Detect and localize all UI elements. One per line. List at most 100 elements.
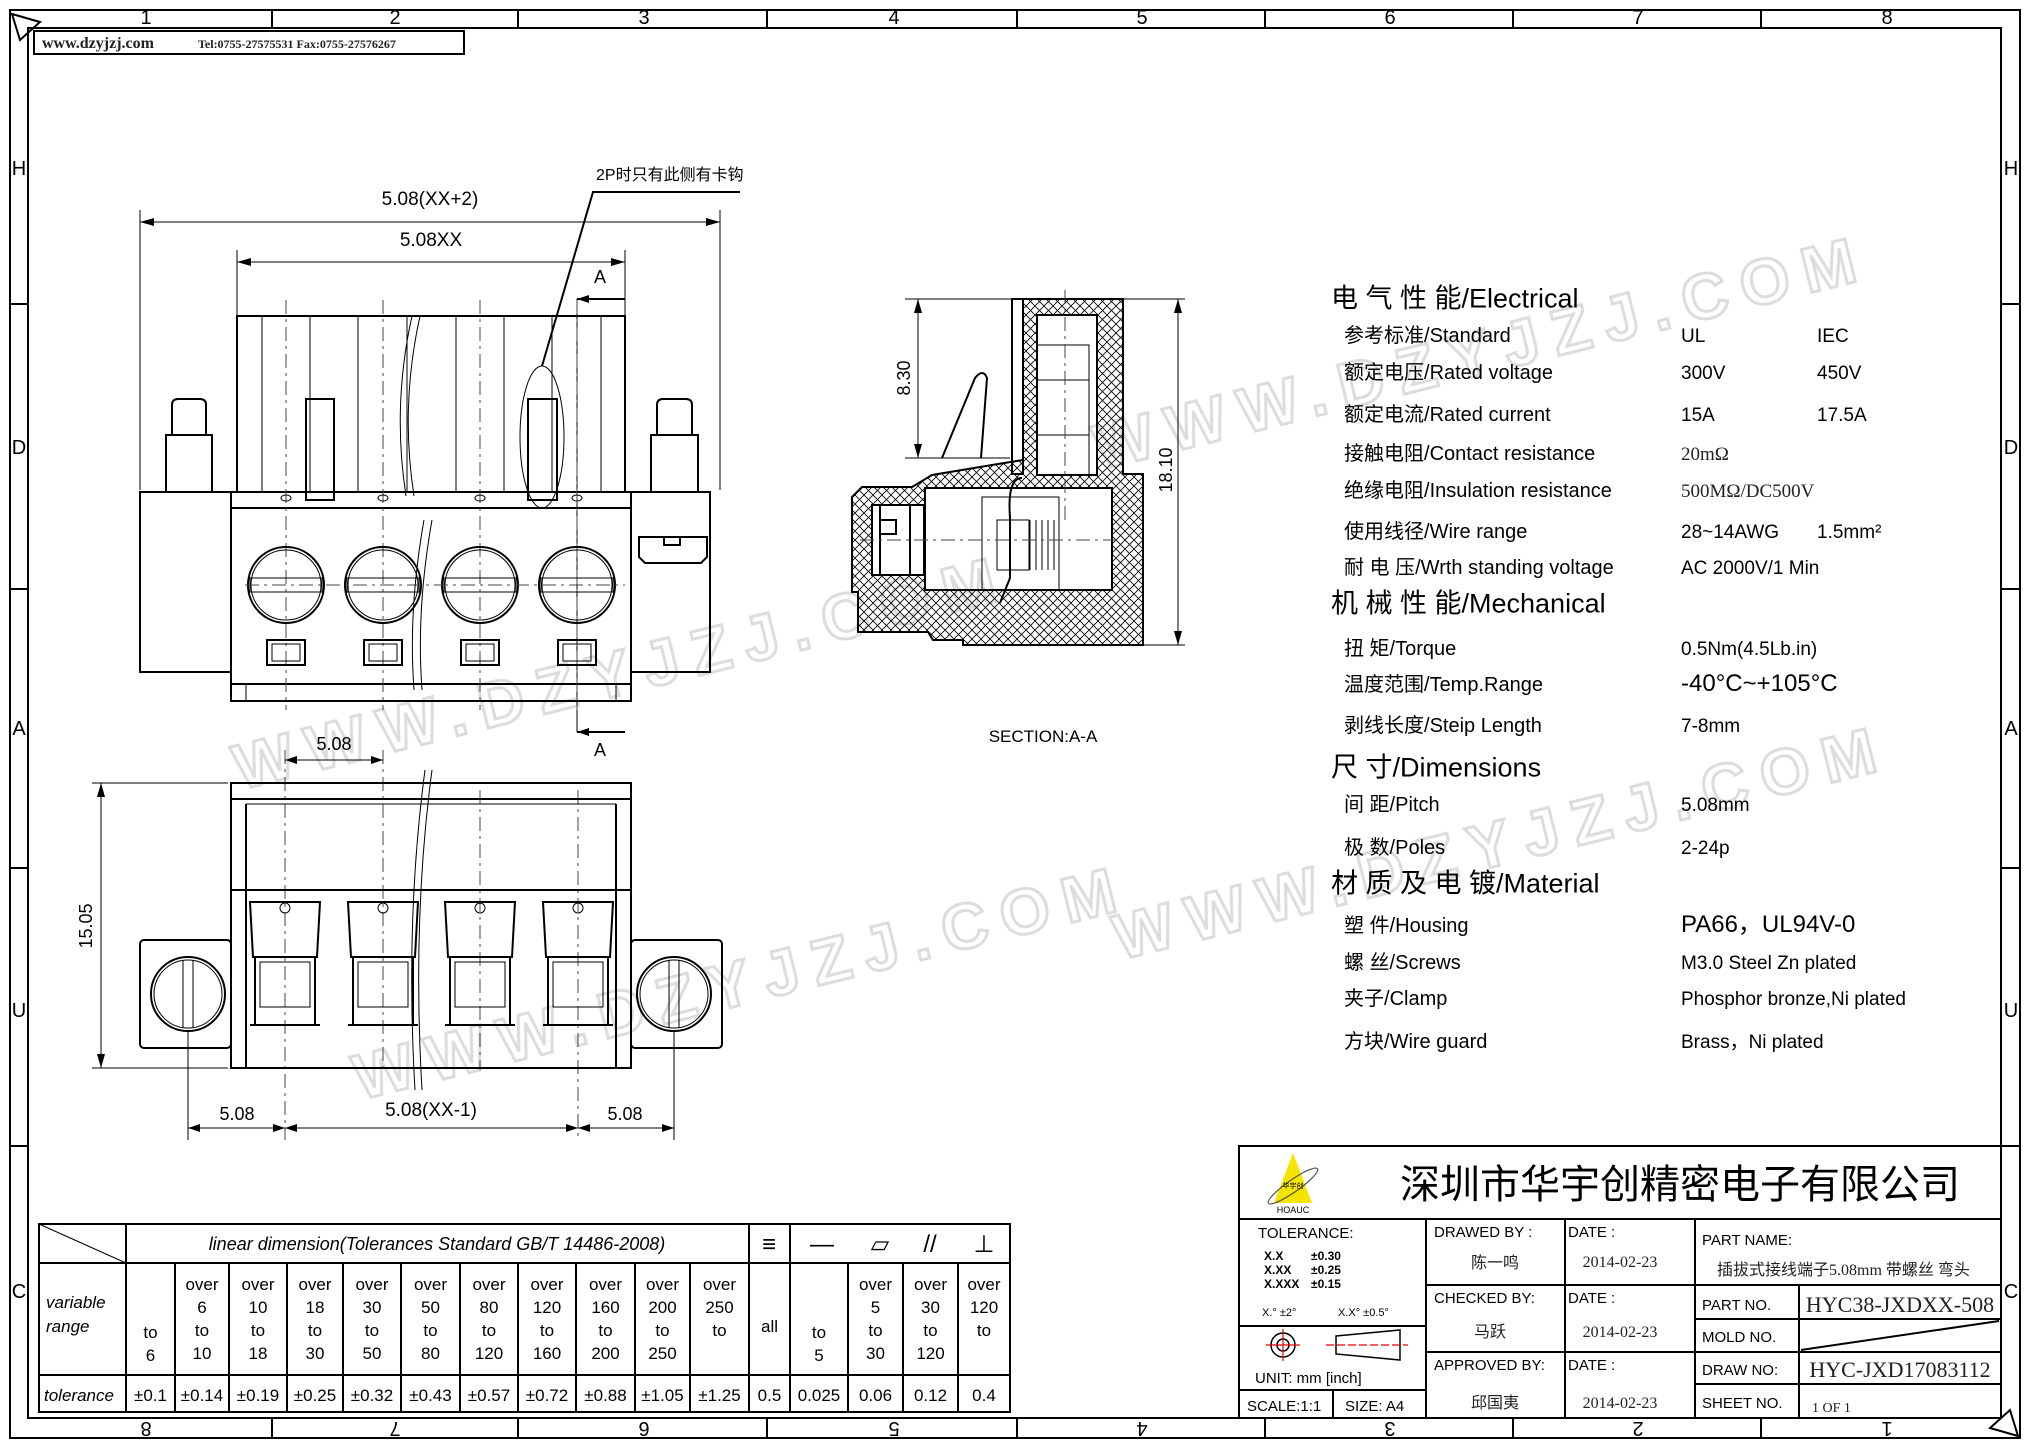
size-label: SIZE: A4 <box>1345 1398 1404 1415</box>
date-approved-label: DATE : <box>1568 1357 1615 1374</box>
spec-label-en: Pitch <box>1395 794 1439 816</box>
spec-label-cn: 夹子/ <box>1344 987 1390 1010</box>
dim-pitch: 5.08 <box>316 734 351 754</box>
spec-value-2: 17.5A <box>1817 405 1867 426</box>
spec-value-2: IEC <box>1817 326 1849 347</box>
spec-label-en: Material <box>1504 868 1600 898</box>
dim-section-height-top: 8.30 <box>894 360 914 395</box>
spec-label-cn: 扭 矩/ <box>1344 637 1396 660</box>
spec-value: 20mΩ <box>1681 444 1729 465</box>
spec-label-cn: 温度范围/ <box>1344 673 1430 696</box>
draw-no-label: DRAW NO: <box>1702 1362 1778 1379</box>
part-name-label: PART NAME: <box>1702 1232 1792 1249</box>
grid-row-label-right: D <box>2004 437 2018 459</box>
spec-value: Phosphor bronze,Ni plated <box>1681 989 1906 1010</box>
svg-text:额定电流/Rated current: 额定电流/Rated current <box>1344 403 1551 426</box>
grid-column-label-bottom: 6 <box>638 1417 649 1439</box>
spec-label-cn: 极 数/ <box>1344 836 1396 859</box>
tolerance-cell: ±0.1 <box>134 1386 167 1405</box>
spec-label-cn: 接触电阻/ <box>1344 442 1430 465</box>
svg-text:方块/Wire guard: 方块/Wire guard <box>1344 1030 1487 1053</box>
spec-label-cn: 间 距/ <box>1344 793 1396 816</box>
dim-section-height-total: 18.10 <box>1156 447 1176 492</box>
tolerance-cell: 0.5 <box>758 1386 782 1405</box>
spec-label-en: Poles <box>1395 837 1445 859</box>
checked-by-label: CHECKED BY: <box>1434 1290 1535 1307</box>
spec-label-cn: 方块/ <box>1344 1030 1390 1053</box>
section-view: 8.30 18.10 SECTION:A-A <box>851 290 1185 746</box>
grid-column-label-bottom: 1 <box>1881 1417 1892 1439</box>
spec-row: 接触电阻/Contact resistance 20mΩ <box>1344 442 1729 465</box>
svg-text:材 质 及 电 镀/Material: 材 质 及 电 镀/Material <box>1331 868 1600 898</box>
svg-text:使用线径/Wire range: 使用线径/Wire range <box>1344 520 1527 543</box>
svg-text:华宇创: 华宇创 <box>1283 1181 1304 1190</box>
svg-text:塑 件/Housing: 塑 件/Housing <box>1344 914 1469 937</box>
wire-entry-slot <box>541 901 615 958</box>
grid-row-label-right: H <box>2004 158 2018 180</box>
dim-left-offset: 5.08 <box>219 1104 254 1124</box>
spec-row: 温度范围/Temp.Range-40°C~+105°C <box>1344 670 1838 697</box>
grid-row-label: C <box>12 1281 26 1303</box>
grid-row-label: A <box>12 718 26 740</box>
grid-column-label-bottom: 5 <box>888 1417 899 1439</box>
part-no-label: PART NO. <box>1702 1297 1771 1314</box>
spec-value: -40°C~+105°C <box>1681 670 1838 697</box>
front-view: 5.08(XX+2) 5.08XX A A 2P时只有此侧有卡钩 <box>139 166 744 760</box>
tolerance-cell: 0.12 <box>914 1386 947 1405</box>
grid-column-label: 4 <box>888 7 899 29</box>
spec-value: 7-8mm <box>1681 716 1740 737</box>
angle-tolerance-2: X.X° ±0.5° <box>1338 1307 1389 1319</box>
spec-label-cn: 额定电流/ <box>1344 403 1430 426</box>
tolerance-format: X.X <box>1264 1249 1283 1263</box>
spec-label-en: Screws <box>1395 952 1461 974</box>
spec-value-2: 1.5mm² <box>1817 522 1881 543</box>
spec-value: 2-24p <box>1681 838 1730 859</box>
title-block: 华宇创 HOAUC 深圳市华宇创精密电子有限公司 TOLERANCE: X.X±… <box>1238 1145 2002 1419</box>
svg-text:尺 寸/Dimensions: 尺 寸/Dimensions <box>1331 752 1541 782</box>
tolerance-format: X.XX <box>1264 1263 1291 1277</box>
grid-row-label: D <box>12 437 26 459</box>
grid-column-label: 2 <box>389 7 400 29</box>
spec-section-heading: 尺 寸/Dimensions <box>1331 752 1541 782</box>
tolerance-label: TOLERANCE: <box>1258 1225 1354 1242</box>
dim-height: 15.05 <box>76 903 96 948</box>
spec-label-en: Mechanical <box>1469 588 1606 618</box>
row-label-tolerance: tolerance <box>44 1386 114 1405</box>
mold-no-label: MOLD NO. <box>1702 1329 1776 1346</box>
spec-label-en: Wire guard <box>1390 1031 1488 1053</box>
wire-entry-slot <box>443 901 517 958</box>
company-name: 深圳市华宇创精密电子有限公司 <box>1400 1163 1960 1207</box>
tolerance-cell: ±0.14 <box>181 1386 223 1405</box>
tolerance-table-title: linear dimension(Tolerances Standard GB/… <box>209 1234 666 1254</box>
grid-column-label: 6 <box>1384 7 1395 29</box>
spec-value: Brass，Ni plated <box>1681 1032 1824 1053</box>
sheet-no-label: SHEET NO. <box>1702 1395 1783 1412</box>
geometric-tolerance-symbol-icon: ⊥ <box>974 1231 995 1258</box>
spec-label-cn: 额定电压/ <box>1344 361 1430 384</box>
spec-label-en: Contact resistance <box>1430 443 1596 465</box>
website-link[interactable]: www.dzyjzj.com <box>42 35 155 52</box>
date-drawn-label: DATE : <box>1568 1224 1615 1241</box>
unit-label: UNIT: mm [inch] <box>1255 1370 1362 1387</box>
spec-label-cn: 剥线长度/ <box>1344 714 1430 737</box>
section-mark-top: A <box>594 267 606 287</box>
spec-value: 0.5Nm(4.5Lb.in) <box>1681 639 1817 660</box>
grid-column-label: 8 <box>1881 7 1892 29</box>
svg-text:螺 丝/Screws: 螺 丝/Screws <box>1344 951 1461 974</box>
range-cell: all <box>761 1317 778 1336</box>
spec-label-cn: 材 质 及 电 镀/ <box>1331 868 1504 898</box>
date-checked: 2014-02-23 <box>1583 1324 1658 1341</box>
geometric-tolerance-symbol-icon: ≡ <box>762 1231 776 1258</box>
angle-tolerance-1: X.° ±2° <box>1262 1307 1296 1319</box>
